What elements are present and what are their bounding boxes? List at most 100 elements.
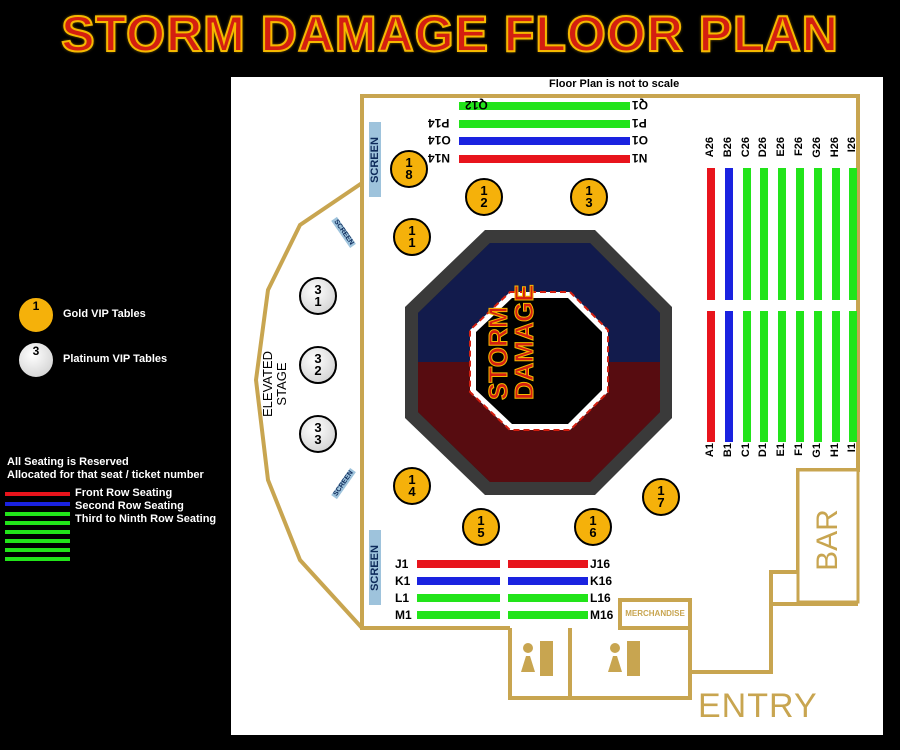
cage-logo-line1: STORM (483, 306, 514, 400)
male-icon (627, 641, 640, 676)
legend-platinum-number: 3 (32, 344, 40, 358)
row-label-side-top: C26 (739, 137, 752, 158)
row-label-side-bottom: B1 (721, 443, 734, 458)
toilet-block (508, 598, 692, 700)
row-bar-bottom-left (417, 611, 500, 619)
row-bar-side-lower (849, 311, 858, 442)
table-digit: 3 (314, 420, 322, 435)
table-digit: 3 (585, 195, 593, 210)
table-digit: 1 (477, 513, 485, 528)
row-bar-top (459, 102, 630, 110)
row-label-bottom-left: K1 (395, 574, 411, 588)
row-bar-bottom-right (508, 611, 588, 619)
row-label-side-bottom: D1 (757, 443, 770, 458)
row-bar-side-upper (849, 168, 858, 300)
entry-wall (690, 604, 773, 674)
row-label-bottom-left: M1 (395, 608, 412, 622)
row-label-side-top: A26 (704, 137, 716, 158)
row-bar-top (459, 154, 630, 163)
table-digit: 5 (477, 525, 485, 540)
bar-area (796, 468, 860, 604)
legend-reserved-line2: Allocated for that seat / ticket number (7, 469, 204, 481)
table-digit: 7 (657, 495, 665, 510)
table-digit: 1 (585, 183, 593, 198)
legend-third-bar (5, 548, 70, 552)
row-label-side-top: I26 (846, 137, 859, 153)
elevated-stage-curve (253, 181, 364, 630)
row-bar-side-upper (760, 168, 769, 300)
legend-platinum-icon: 3 (17, 341, 55, 379)
row-label-top-left: O14 (428, 133, 451, 147)
table-digit: 8 (405, 167, 413, 182)
table-digit: 1 (405, 155, 413, 170)
female-icon (608, 656, 622, 672)
row-label-side-bottom: I1 (846, 443, 859, 453)
row-bar-bottom-right (508, 560, 588, 568)
row-label-bottom-right: M16 (590, 608, 614, 622)
screen-bottom: SCREEN (369, 530, 381, 605)
female-icon (610, 643, 620, 653)
row-bar-bottom-right (508, 577, 588, 585)
cage-logo: STORM DAMAGE (483, 284, 540, 401)
legend-second-bar (5, 502, 70, 506)
row-bar-side-upper (813, 168, 822, 300)
row-bar-bottom-left (417, 594, 500, 602)
row-bar-side-lower (778, 311, 787, 442)
row-bar-bottom-left (417, 577, 500, 585)
bar-label: BAR (811, 509, 844, 571)
row-label-bottom-right: J16 (590, 557, 611, 571)
row-label-side-top: E26 (775, 137, 788, 157)
row-label-side-top: F26 (793, 137, 805, 156)
row-label-top-right: P1 (632, 115, 647, 130)
table-digit: 1 (657, 483, 665, 498)
row-bar-side-lower (831, 311, 840, 442)
entry-label: ENTRY (698, 687, 818, 725)
page-title: STORM DAMAGE FLOOR PLAN (60, 5, 839, 63)
scale-note: Floor Plan is not to scale (549, 78, 680, 90)
row-label-top-left: N14 (428, 150, 451, 165)
legend-third-bar (5, 539, 70, 543)
screen-top-label: SCREEN (369, 136, 381, 183)
row-bar-top (459, 119, 630, 128)
row-label-side-top: D26 (757, 137, 770, 158)
legend-gold-label: Gold VIP Tables (63, 308, 146, 320)
row-bar-bottom-left (417, 560, 500, 568)
row-label-bottom-left: J1 (395, 557, 409, 571)
row-bar-side-lower (796, 311, 804, 442)
screen-bottom-label: SCREEN (369, 544, 381, 591)
cage-logo-bg (476, 298, 602, 424)
legend-front-label: Front Row Seating (75, 487, 173, 499)
cage-logo-line2: DAMAGE (509, 284, 540, 401)
row-bar-side-upper (707, 168, 715, 300)
row-bar-side-upper (831, 168, 840, 300)
table-digit: 3 (314, 432, 322, 447)
row-bar-top (459, 137, 630, 145)
row-bar-side-upper (796, 168, 804, 300)
stage-label-line1: ELEVATED (260, 351, 275, 417)
row-label-side-bottom: C1 (739, 443, 752, 458)
row-bar-side-lower (760, 311, 769, 442)
female-icon (523, 643, 533, 653)
row-bar-side-lower (742, 311, 751, 442)
row-label-bottom-right: L16 (590, 591, 611, 605)
row-label-side-bottom: A1 (704, 443, 716, 458)
screen-top: SCREEN (369, 122, 381, 197)
wall-inner-left (360, 183, 510, 630)
row-label-side-bottom: E1 (775, 443, 788, 457)
row-label-top-right: Q1 (632, 98, 649, 112)
legend-gold-number: 1 (32, 299, 40, 313)
table-digit: 1 (589, 513, 597, 528)
table-digit: 1 (314, 294, 322, 309)
